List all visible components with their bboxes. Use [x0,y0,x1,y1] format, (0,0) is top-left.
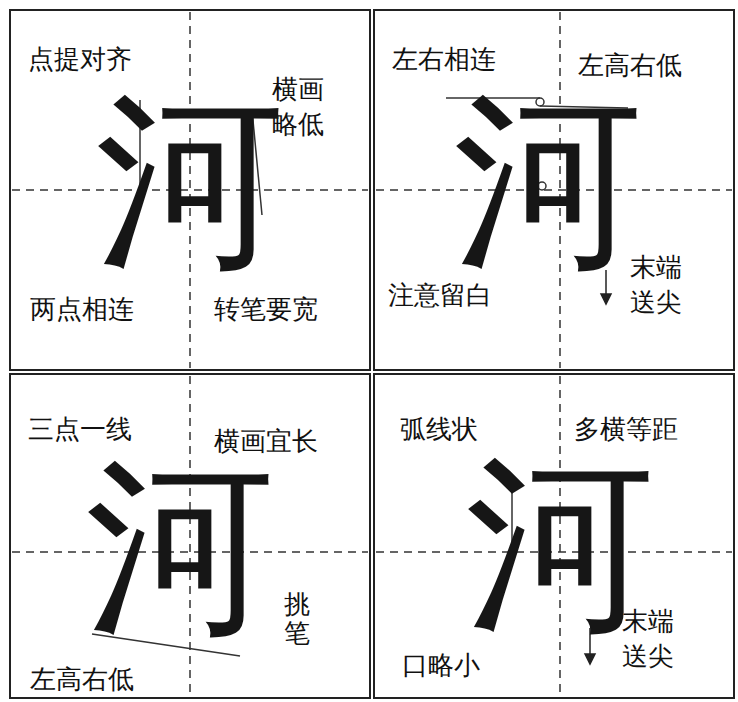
arrow-head [585,654,595,664]
annotation-label: 点提对齐 [28,42,132,77]
panel-frames [10,10,734,698]
panel-frame [374,374,734,698]
annotation-label: 弧线状 [400,412,478,447]
panel-frame [10,374,370,698]
annotation-label: 末端 送尖 [622,604,677,674]
annotation-label: 末端 送尖 [630,250,685,320]
calligraphy-character: 河 [95,87,285,277]
annotation-label: 左高右低 [30,662,134,697]
annotation-label: 两点相连 [30,292,134,327]
annotation-label: 转笔要宽 [214,292,318,327]
calligraphy-character: 河 [85,453,275,643]
annotation-label: 挑笔 [284,590,310,647]
annotation-label: 三点一线 [28,412,132,447]
annotation-label: 口略小 [402,648,480,683]
arrow-head [601,294,611,304]
center-guides [12,12,732,696]
annotation-label: 多横等距 [574,412,678,447]
panel-frame [374,10,734,370]
annotation-label: 注意留白 [388,278,492,313]
annotation-label: 左高右低 [578,48,682,83]
annotation-label: 左右相连 [392,42,496,77]
calligraphy-character: 河 [453,87,643,277]
panel-frame [10,10,370,370]
